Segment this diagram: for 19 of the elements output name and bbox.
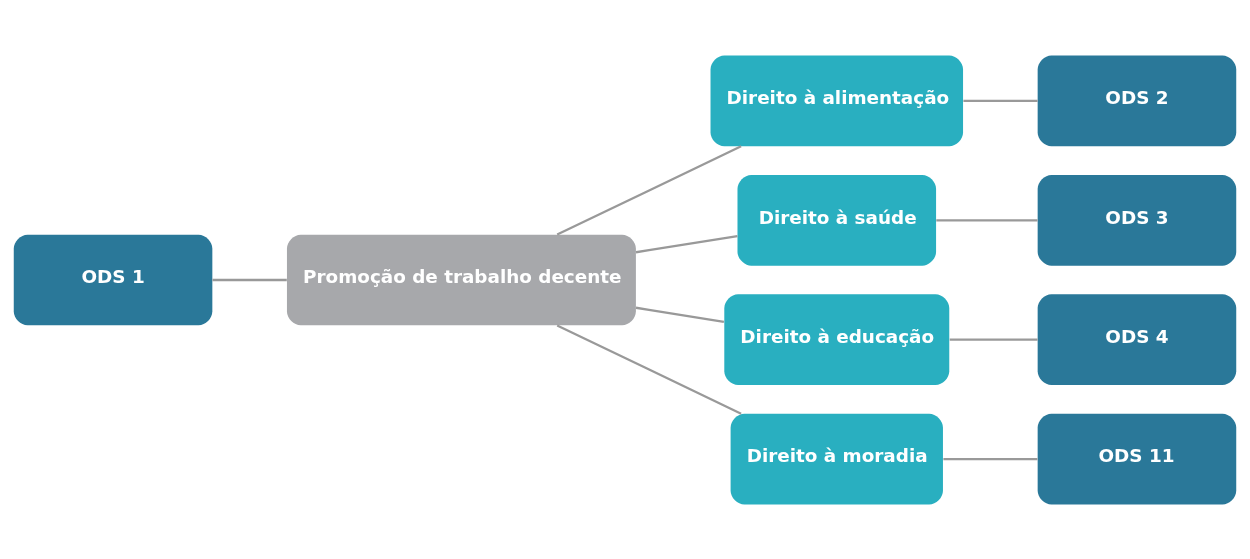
node-box: Direito à saúde <box>737 174 937 266</box>
node-box: ODS 3 <box>1037 174 1237 266</box>
connector <box>963 99 1038 102</box>
connector <box>635 234 738 253</box>
connector <box>556 323 742 415</box>
connector <box>936 218 1038 221</box>
node-box: ODS 2 <box>1037 55 1237 146</box>
connector <box>943 457 1038 460</box>
connector <box>635 306 725 323</box>
connector <box>949 338 1038 341</box>
node-box: ODS 4 <box>1037 293 1237 385</box>
node-box: Direito à moradia <box>730 413 943 504</box>
node-box: Promoção de trabalho decente <box>286 234 636 325</box>
node-box: Direito à alimentação <box>710 55 964 146</box>
node-box: ODS 1 <box>13 234 213 325</box>
connector <box>212 278 287 281</box>
node-box: Direito à educação <box>724 293 950 385</box>
node-box: ODS 11 <box>1037 413 1237 504</box>
connector <box>556 144 742 236</box>
